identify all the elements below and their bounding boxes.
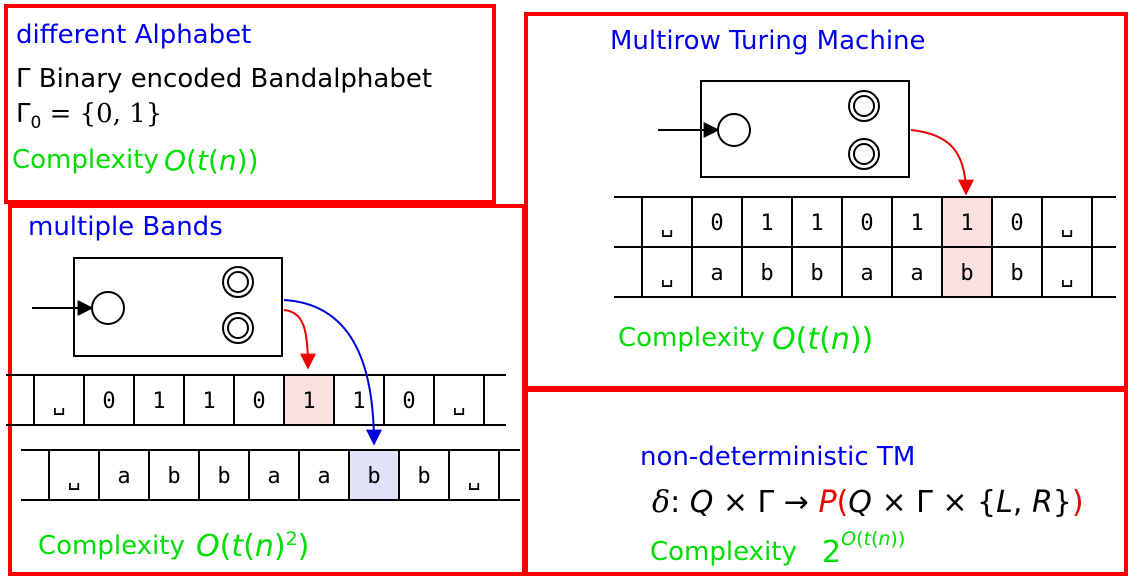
complexity-formula: O(t(n)) (772, 322, 874, 357)
panel-title: multiple Bands (28, 212, 223, 242)
panel-title: Multirow Turing Machine (610, 26, 926, 56)
head-arrow-tape2 (283, 299, 382, 446)
final-state-circle-inner (227, 317, 249, 339)
row2-cell: b (1010, 261, 1023, 286)
row2-cell: a (910, 261, 923, 286)
start-state-circle (91, 291, 125, 325)
row1-cell: 1 (760, 211, 773, 236)
row2-cell: b (760, 261, 773, 286)
tape2-cell: a (317, 464, 330, 489)
panel-different-alphabet: different Alphabet Γ Binary encoded Band… (4, 4, 496, 204)
complexity-label: Complexity (38, 531, 185, 561)
complexity-label: Complexity (12, 145, 159, 175)
tape2-cell: a (267, 464, 280, 489)
tape1-cell: ␣ (452, 391, 465, 416)
head-arrow-tape1 (283, 309, 316, 370)
tape-2: ␣ a b b a a b b ␣ (21, 449, 520, 501)
tape1-cell: 1 (152, 389, 165, 414)
tape1-cell: ␣ (52, 391, 65, 416)
tape2-cell: a (117, 464, 130, 489)
tape1-cell: 1 (302, 389, 315, 414)
complexity-formula: O(t(n)2) (196, 528, 310, 564)
multirow-tape: ␣ 0 1 1 0 1 1 0 ␣ ␣ a b b a a b b ␣ (614, 196, 1116, 298)
row2-cell: b (960, 261, 973, 286)
head-cell-highlight (350, 451, 398, 499)
tape1-cell: 0 (252, 389, 265, 414)
final-state-circle-inner (853, 95, 875, 117)
row1-cell: 1 (810, 211, 823, 236)
tape1-cell: 0 (102, 389, 115, 414)
tape2-cell: b (167, 464, 180, 489)
head-arrow (910, 129, 974, 196)
row1-cell: ␣ (660, 213, 673, 238)
head-cell-highlight (943, 198, 991, 246)
final-state-circle-inner (227, 271, 249, 293)
tape2-cell: ␣ (467, 466, 480, 491)
row2-cell: a (860, 261, 873, 286)
tape2-cell: ␣ (67, 466, 80, 491)
row1-cell: 0 (860, 211, 873, 236)
tape1-cell: 1 (202, 389, 215, 414)
tape-1: ␣ 0 1 1 0 1 1 0 ␣ (6, 374, 506, 426)
gamma-description: Γ Binary encoded Bandalphabet (16, 64, 433, 94)
tape2-cell: b (367, 464, 380, 489)
head-cell-highlight (943, 248, 991, 296)
row2-cell: a (710, 261, 723, 286)
complexity-formula: 2O(t(n)) (822, 528, 906, 570)
complexity-label: Complexity (650, 537, 797, 567)
row2-cell: b (810, 261, 823, 286)
row2-cell: ␣ (1060, 263, 1073, 288)
row1-cell: 1 (910, 211, 923, 236)
panel-title: different Alphabet (16, 20, 252, 50)
panel-title: non-deterministic TM (640, 442, 916, 472)
delta-formula: δ: Q × Γ → P(Q × Γ × {L, R}) (652, 485, 1084, 520)
complexity-formula: O(t(n)) (164, 144, 259, 177)
start-state-circle (717, 113, 751, 147)
row1-cell: 1 (960, 211, 973, 236)
complexity-label: Complexity (618, 323, 765, 353)
row1-cell: ␣ (1060, 213, 1073, 238)
panel-nondeterministic-tm: non-deterministic TM δ: Q × Γ → P(Q × Γ … (524, 388, 1128, 576)
row1-cell: 0 (710, 211, 723, 236)
tape2-cell: b (217, 464, 230, 489)
tape1-cell: 1 (352, 389, 365, 414)
gamma0-definition: Γ0 = {0, 1} (16, 99, 163, 134)
row1-cell: 0 (1010, 211, 1023, 236)
tape1-cell: 0 (402, 389, 415, 414)
head-cell-highlight (285, 376, 333, 424)
panel-multirow-tm: Multirow Turing Machine Complexity O(t(n… (524, 12, 1128, 390)
tape2-cell: b (417, 464, 430, 489)
row2-cell: ␣ (660, 263, 673, 288)
final-state-circle-inner (853, 143, 875, 165)
